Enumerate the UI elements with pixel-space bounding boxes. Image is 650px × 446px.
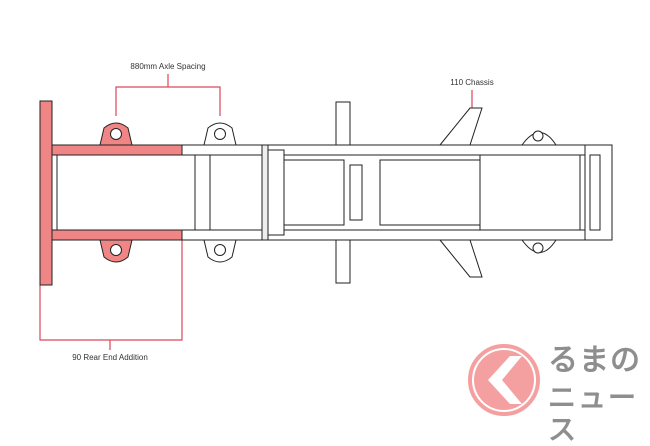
logo-text-line2: ニュース xyxy=(548,382,639,445)
logo-text-line1: るまの xyxy=(548,344,641,377)
chassis-label: 110 Chassis xyxy=(450,78,494,87)
rear-addition-bottom-rail xyxy=(51,229,183,241)
axle-spacing-label: 880mm Axle Spacing xyxy=(130,62,206,71)
chassis-diagram xyxy=(39,74,613,350)
frame xyxy=(39,100,613,286)
annotation-lines xyxy=(39,74,473,350)
logo-mark-icon xyxy=(468,344,540,416)
kuruma-news-logo: るまの ニュース xyxy=(466,342,646,445)
rear-addition-label: 90 Rear End Addition xyxy=(72,353,148,362)
rear-crossmember xyxy=(39,100,53,286)
rear-addition-top-rail xyxy=(51,144,183,156)
